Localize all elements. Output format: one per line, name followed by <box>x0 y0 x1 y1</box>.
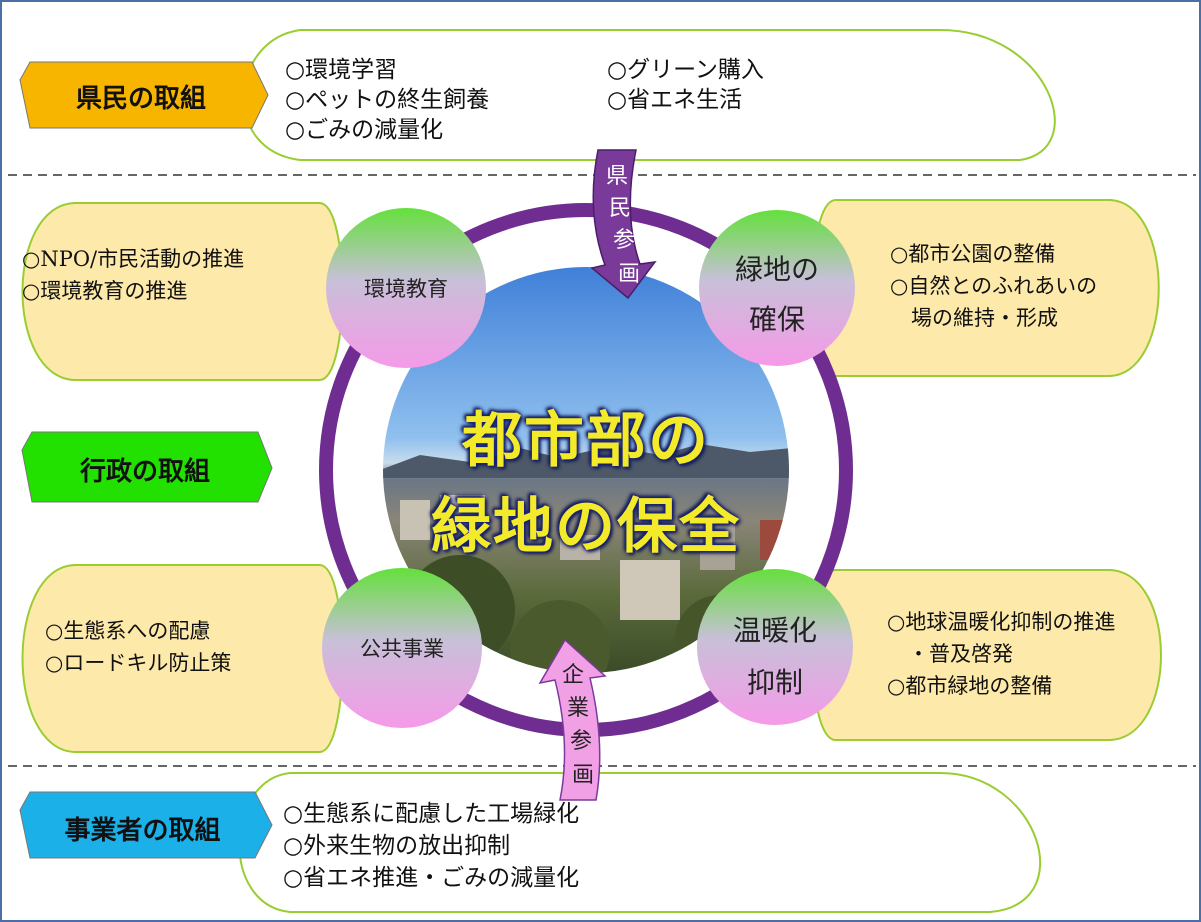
public-item: ○生態系への配慮 <box>45 619 211 643</box>
company-arrow <box>538 638 607 801</box>
green-item: ○自然とのふれあいの <box>890 274 1098 298</box>
green-node <box>699 210 855 366</box>
business-ribbon <box>19 791 273 859</box>
residents-item: ○省エネ生活 <box>607 87 743 113</box>
company-arrow-char: 画 <box>571 763 594 788</box>
warming-item: ○地球温暖化抑制の推進 <box>887 610 1116 634</box>
business-item: ○省エネ推進・ごみの減量化 <box>283 865 580 891</box>
resident-arrow-char: 民 <box>608 196 631 221</box>
public-items: ○生態系への配慮 ○ロードキル防止策 <box>45 615 231 679</box>
resident-arrow-char: 画 <box>617 262 640 287</box>
resident-arrow <box>590 149 657 300</box>
residents-ribbon <box>19 61 269 129</box>
green-items: ○都市公園の整備 ○自然とのふれあいの 場の維持・形成 <box>890 238 1097 334</box>
resident-arrow-char: 県 <box>605 164 628 189</box>
residents-item: ○ペットの終生飼養 <box>285 87 490 113</box>
warming-item: ○都市緑地の整備 <box>887 674 1053 698</box>
education-node-label: 環境教育 <box>364 277 448 301</box>
government-ribbon <box>21 431 273 503</box>
warming-node-line: 抑制 <box>746 666 803 699</box>
residents-item: ○グリーン購入 <box>607 57 764 83</box>
residents-items-left: ○環境学習 ○ペットの終生飼養 ○ごみの減量化 <box>285 55 489 145</box>
residents-item: ○ごみの減量化 <box>285 117 444 143</box>
public-node <box>322 568 482 728</box>
company-arrow-char: 参 <box>569 729 592 754</box>
education-node <box>326 208 486 368</box>
business-title: 事業者の取組 <box>64 816 221 846</box>
government-title: 行政の取組 <box>79 457 210 487</box>
warming-node-label: 温暖化 抑制 <box>695 605 855 709</box>
residents-items-right: ○グリーン購入 ○省エネ生活 <box>607 55 764 115</box>
green-node-line: 確保 <box>748 303 805 336</box>
education-items: ○NPO/市民活動の推進 ○環境教育の推進 <box>22 243 244 307</box>
education-item: ○NPO/市民活動の推進 <box>22 247 245 271</box>
warming-item: ・普及啓発 <box>887 642 1013 666</box>
public-item: ○ロードキル防止策 <box>45 651 232 675</box>
company-arrow-char: 企 <box>561 663 584 688</box>
green-item: ○都市公園の整備 <box>890 242 1056 266</box>
center-title-line1: 都市部の <box>462 406 710 476</box>
residents-title: 県民の取組 <box>75 84 206 114</box>
business-item: ○生態系に配慮した工場緑化 <box>283 801 580 827</box>
center-title-line2: 緑地の保全 <box>431 492 741 562</box>
education-callout <box>21 202 344 381</box>
green-node-label: 緑地の 確保 <box>697 245 857 345</box>
green-item: 場の維持・形成 <box>890 306 1058 330</box>
green-node-line: 緑地の <box>734 253 819 286</box>
warming-node-line: 温暖化 <box>732 614 817 647</box>
residents-item: ○環境学習 <box>285 57 398 83</box>
education-item: ○環境教育の推進 <box>22 279 188 303</box>
public-node-label: 公共事業 <box>360 637 444 661</box>
warming-node <box>697 569 853 725</box>
business-items: ○生態系に配慮した工場緑化 ○外来生物の放出抑制 ○省エネ推進・ごみの減量化 <box>283 798 579 894</box>
resident-arrow-char: 参 <box>612 228 635 253</box>
warming-items: ○地球温暖化抑制の推進 ・普及啓発 ○都市緑地の整備 <box>887 606 1115 702</box>
company-arrow-char: 業 <box>566 696 589 721</box>
business-item: ○外来生物の放出抑制 <box>283 833 511 859</box>
